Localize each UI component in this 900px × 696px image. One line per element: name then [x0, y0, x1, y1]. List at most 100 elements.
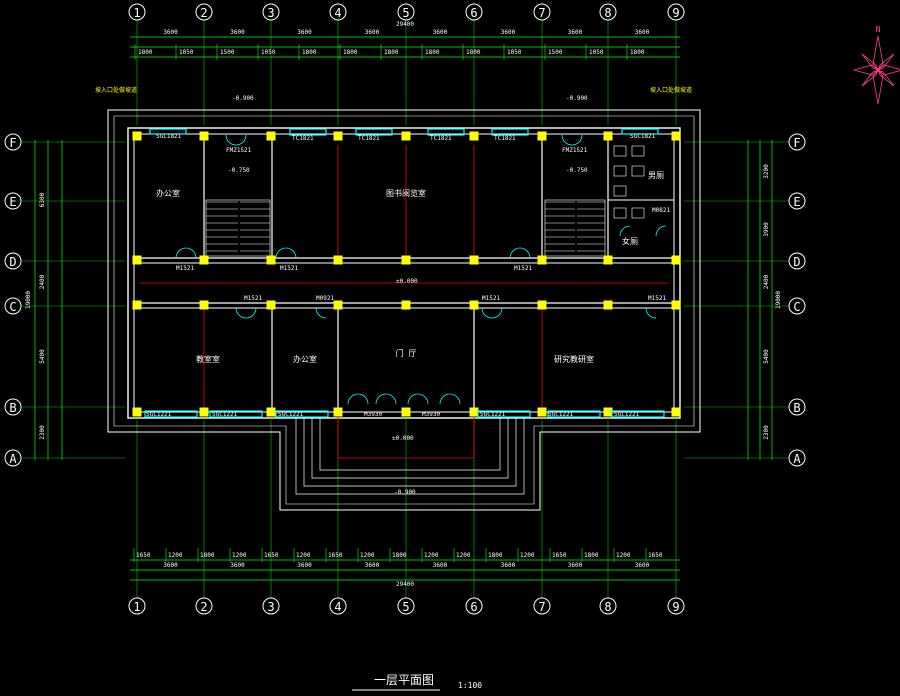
axis-label: C [9, 300, 16, 314]
column [132, 407, 142, 417]
detail-dimension-top: 1800 [138, 49, 153, 56]
axis-bubble [788, 192, 806, 210]
column [199, 255, 209, 265]
label-sgl1221-b: SGL1221 [614, 411, 640, 418]
column [671, 255, 681, 265]
column [132, 300, 142, 310]
axis-label: C [793, 300, 800, 314]
row-dimension-right: 5400 [763, 349, 770, 364]
axis-label: B [793, 401, 800, 415]
axis-label: 9 [672, 6, 679, 20]
axis-bubble [397, 3, 415, 21]
column [132, 255, 142, 265]
label-m3930-a: M3930 [364, 411, 382, 418]
row-dimension-right: 3900 [763, 222, 770, 237]
label-m3930-b: M3930 [422, 411, 440, 418]
axis-bubble [4, 449, 22, 467]
row-dimension-right: 2300 [763, 425, 770, 440]
axis-label: 5 [402, 6, 409, 20]
column [469, 255, 479, 265]
room-ladies: 女厕 [622, 236, 638, 246]
bottom-total-dimension: 29400 [396, 581, 414, 588]
axis-bubble [4, 297, 22, 315]
side-dimensions [34, 140, 773, 460]
axis-label: F [793, 136, 800, 150]
axis-bubble [667, 3, 685, 21]
axis-bubble [599, 597, 617, 615]
room-office-s: 办公室 [293, 354, 317, 364]
axis-label: 7 [538, 6, 545, 20]
label-fmz-left: FMZ1521 [226, 147, 252, 154]
bay-dimension-bottom: 3600 [568, 562, 583, 569]
bay-dimension-top: 3600 [433, 29, 448, 36]
left-total-dimension: 19000 [25, 291, 32, 309]
detail-dimension-top: 1800 [384, 49, 399, 56]
north-arrow-icon: N [852, 25, 900, 105]
column [266, 131, 276, 141]
bay-dimension-bottom: 3600 [433, 562, 448, 569]
bay-dimension-bottom: 3600 [230, 562, 245, 569]
axis-bubble [788, 297, 806, 315]
top-total-dimension: 29400 [396, 21, 414, 28]
detail-dimension-bottom: 1200 [424, 552, 439, 559]
axis-label: 9 [672, 600, 679, 614]
axis-bubble [465, 3, 483, 21]
bay-dimensions: 3600360036003600360036003600360036003600… [39, 29, 770, 569]
label-sgc1221-c: SGC1221 [480, 411, 506, 418]
column [603, 300, 613, 310]
level-landing-left: -0.750 [228, 167, 250, 174]
note-right: 坡入口处做坡道 [650, 86, 692, 94]
column [537, 407, 547, 417]
axis-label: D [9, 255, 16, 269]
drawing-scale: 1:100 [458, 681, 482, 690]
label-m1521-c: M1521 [514, 265, 532, 272]
detail-dimension-bottom: 1200 [232, 552, 247, 559]
detail-dimension-bottom: 1200 [296, 552, 311, 559]
row-dimension-left: 2400 [39, 274, 46, 289]
detail-dimension-bottom: 1650 [648, 552, 663, 559]
column [401, 300, 411, 310]
axis-bubble [788, 449, 806, 467]
bay-dimension-bottom: 3600 [635, 562, 650, 569]
stair-treads [206, 201, 605, 252]
axis-label: 8 [604, 6, 611, 20]
axis-bubble [599, 3, 617, 21]
axis-label: 4 [334, 600, 341, 614]
bay-dimension-top: 3600 [635, 29, 650, 36]
detail-dimension-top: 1050 [589, 49, 604, 56]
detail-dimension-top: 1800 [425, 49, 440, 56]
label-tc3: TC1821 [430, 135, 452, 142]
column [401, 131, 411, 141]
red-lines [140, 145, 668, 459]
column [333, 300, 343, 310]
axis-label: 1 [133, 600, 140, 614]
label-m1521-f: M1521 [648, 295, 666, 302]
column [266, 407, 276, 417]
bay-dimension-bottom: 3600 [163, 562, 178, 569]
column [333, 131, 343, 141]
label-sgl-top-left: SGL1821 [156, 133, 182, 140]
room-lobby: 门 厅 [396, 348, 417, 358]
detail-dimension-top: 1050 [261, 49, 276, 56]
detail-dimension-bottom: 1800 [584, 552, 599, 559]
axis-bubble [788, 133, 806, 151]
column [401, 407, 411, 417]
axis-label: 2 [200, 6, 207, 20]
level-landing-right: -0.750 [566, 167, 588, 174]
axis-bubble [195, 3, 213, 21]
axis-bubble [128, 597, 146, 615]
windows [144, 128, 665, 418]
axis-label: 8 [604, 600, 611, 614]
bay-dimension-bottom: 3600 [297, 562, 312, 569]
column [333, 255, 343, 265]
axis-label: E [9, 195, 16, 209]
column [469, 300, 479, 310]
axis-bubble [788, 252, 806, 270]
level-outside-left: -0.900 [232, 95, 254, 102]
axis-bubble [262, 3, 280, 21]
axis-label: 5 [402, 600, 409, 614]
level-outside-right: -0.900 [566, 95, 588, 102]
column [603, 255, 613, 265]
